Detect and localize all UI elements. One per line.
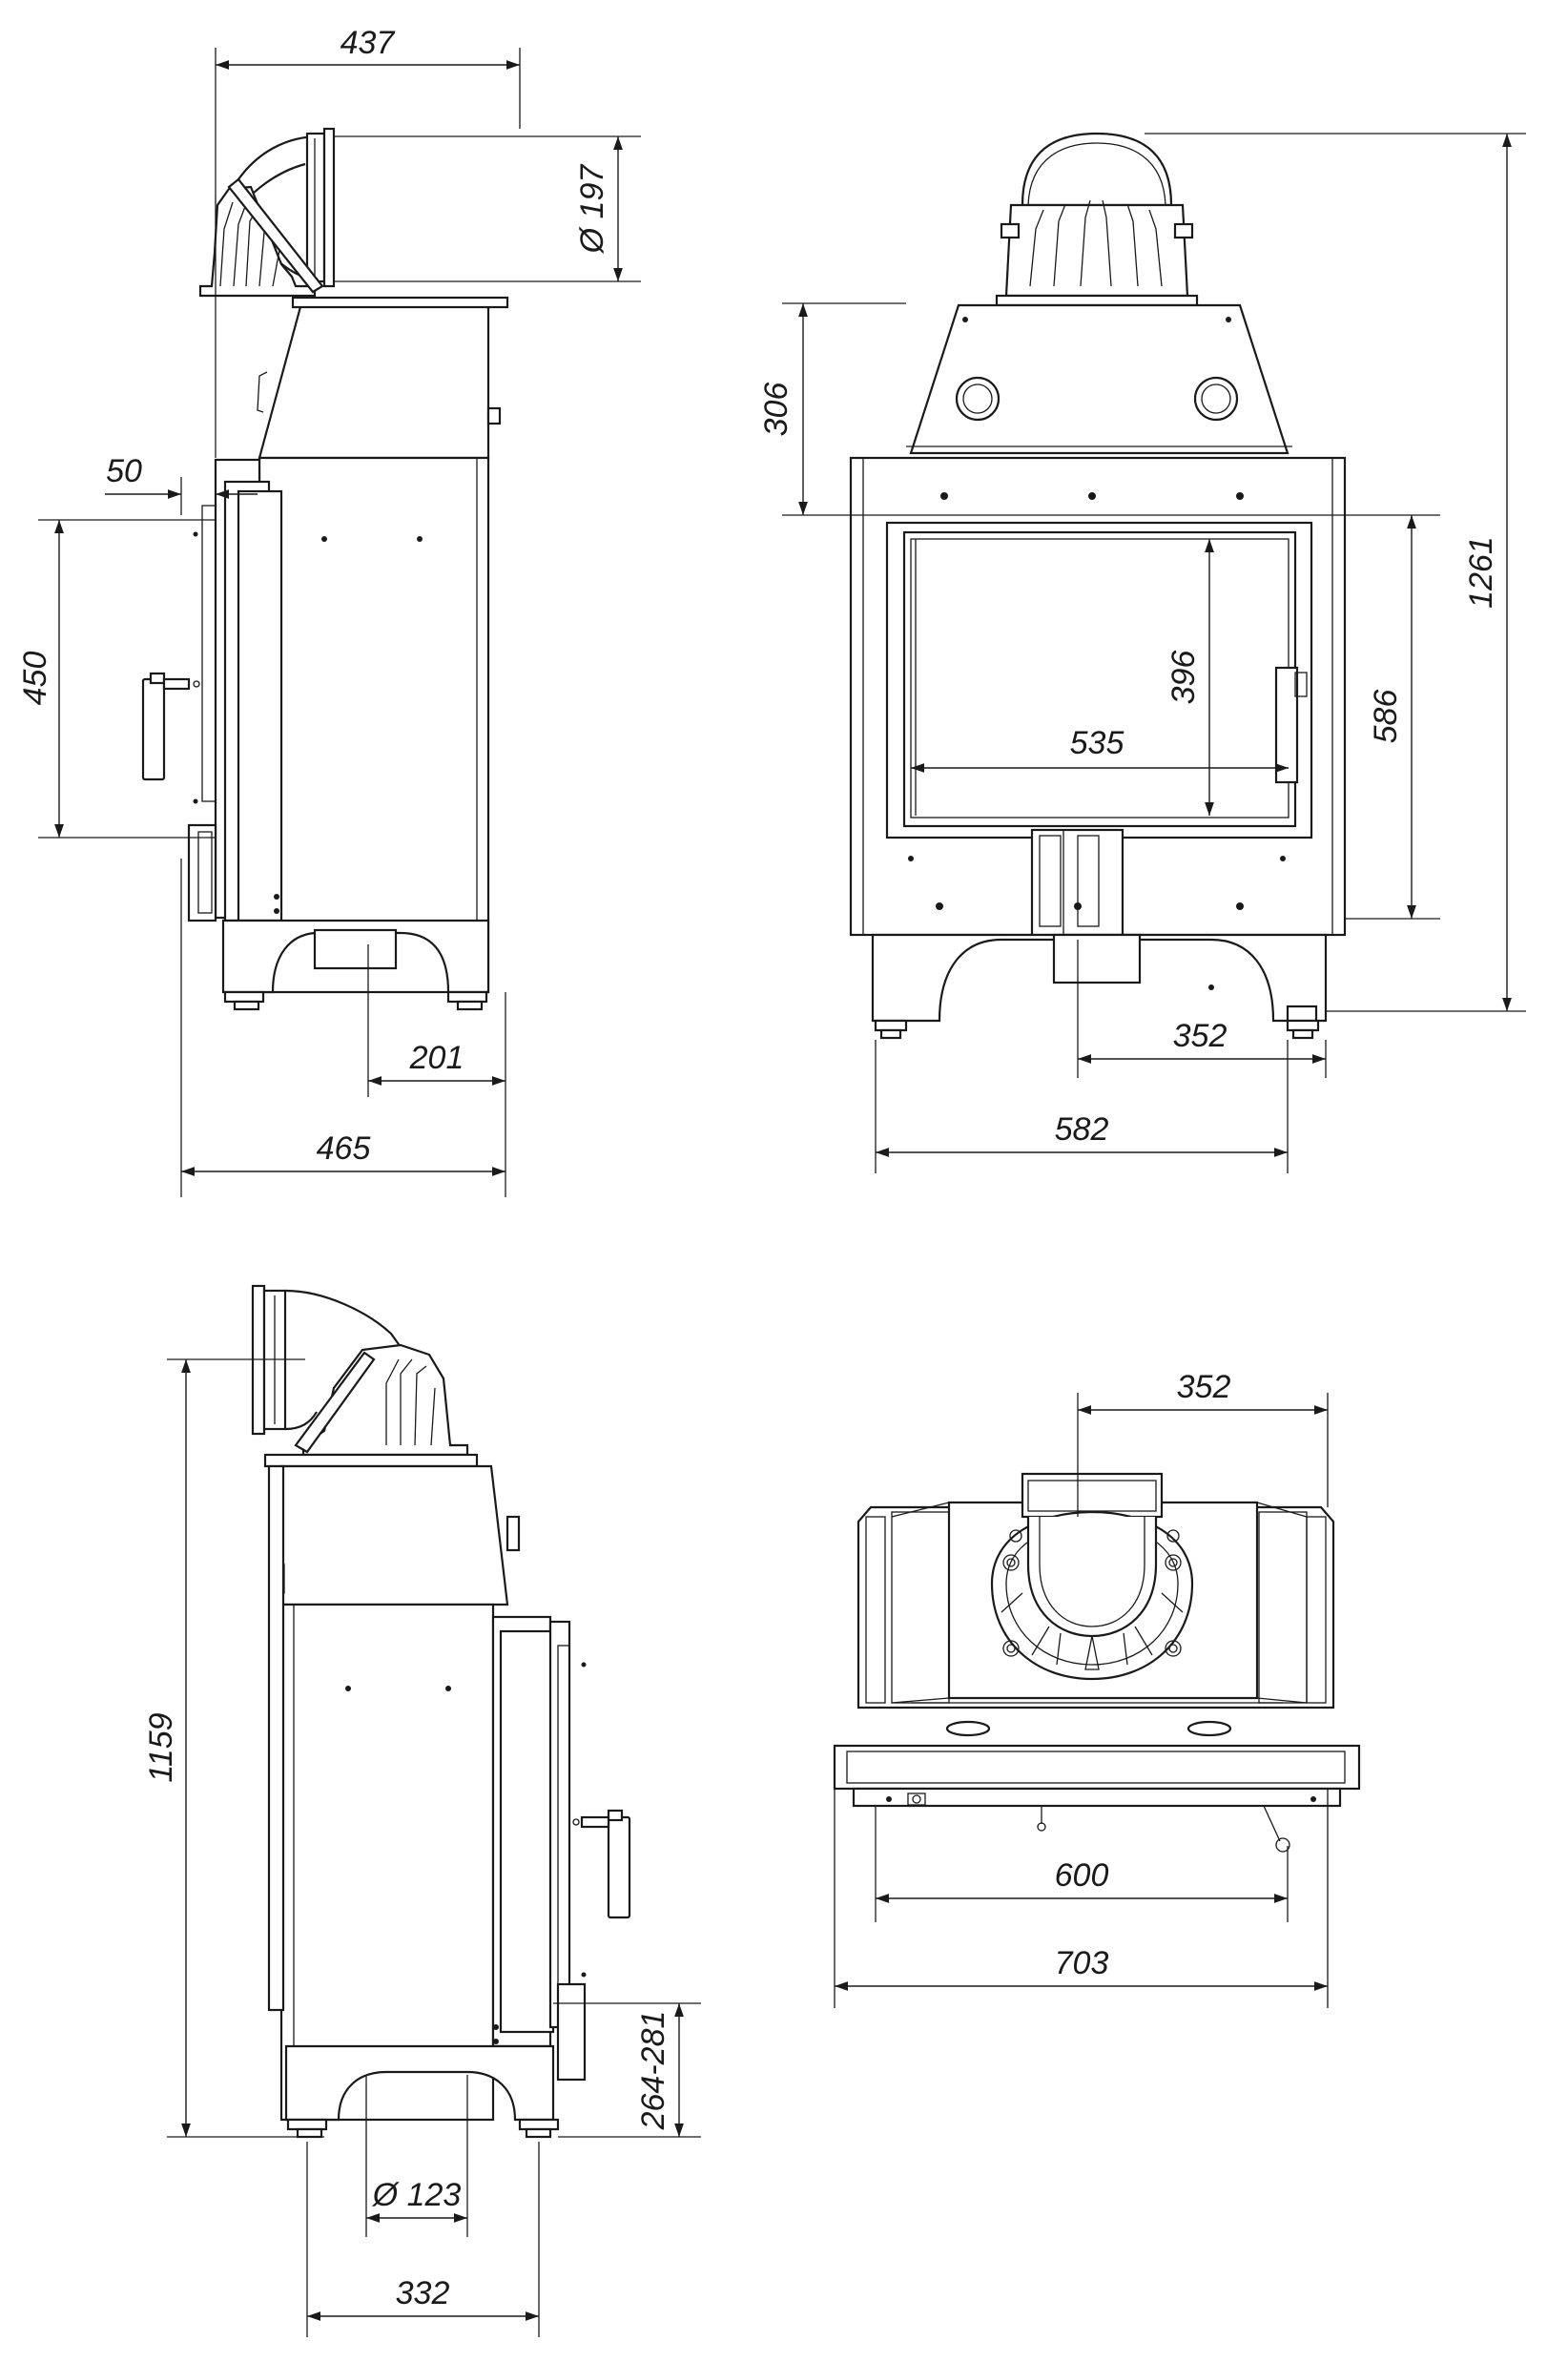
rear-side-view [251, 1284, 631, 2139]
dim-glass-offset: 50 [106, 453, 142, 489]
dim-side-bottom-outlet: 201 [409, 1040, 464, 1076]
dim-rear-depth: 332 [396, 2275, 450, 2311]
front-view [849, 132, 1347, 1040]
dim-rear-air-inlet-height: 264-281 [635, 2011, 671, 2131]
dim-side-door-height: 450 [17, 652, 53, 706]
top-view [833, 1472, 1361, 1853]
dim-front-width: 582 [1055, 1111, 1109, 1148]
side-view-dimensions: 437 Ø 197 50 450 201 465 [17, 25, 641, 1197]
dim-front-door-height: 586 [1368, 690, 1404, 744]
dim-front-total-height: 1261 [1463, 536, 1499, 609]
dim-side-top-width: 437 [340, 25, 396, 61]
dim-front-hood-height: 306 [758, 383, 794, 437]
dim-front-outlet-offset: 352 [1173, 1018, 1228, 1054]
side-view [141, 127, 509, 1011]
dim-side-depth: 465 [317, 1130, 371, 1167]
dim-top-outer-width: 703 [1055, 1945, 1109, 1981]
dim-rear-air-inlet-diameter: Ø 123 [372, 2177, 462, 2213]
dim-front-glass-height: 396 [1166, 651, 1202, 705]
dim-front-glass-width: 535 [1070, 725, 1124, 761]
dim-flue-diameter-side: Ø 197 [574, 164, 610, 255]
dim-rear-total-height: 1159 [143, 1712, 179, 1782]
front-view-dimensions: 306 396 535 586 1261 352 582 [758, 133, 1526, 1173]
dim-top-outlet-offset: 352 [1177, 1369, 1231, 1405]
rear-side-view-dimensions: 1159 264-281 Ø 123 332 [143, 1358, 701, 2337]
top-view-dimensions: 352 600 703 [834, 1369, 1329, 2008]
dim-top-inner-width: 600 [1055, 1857, 1109, 1894]
